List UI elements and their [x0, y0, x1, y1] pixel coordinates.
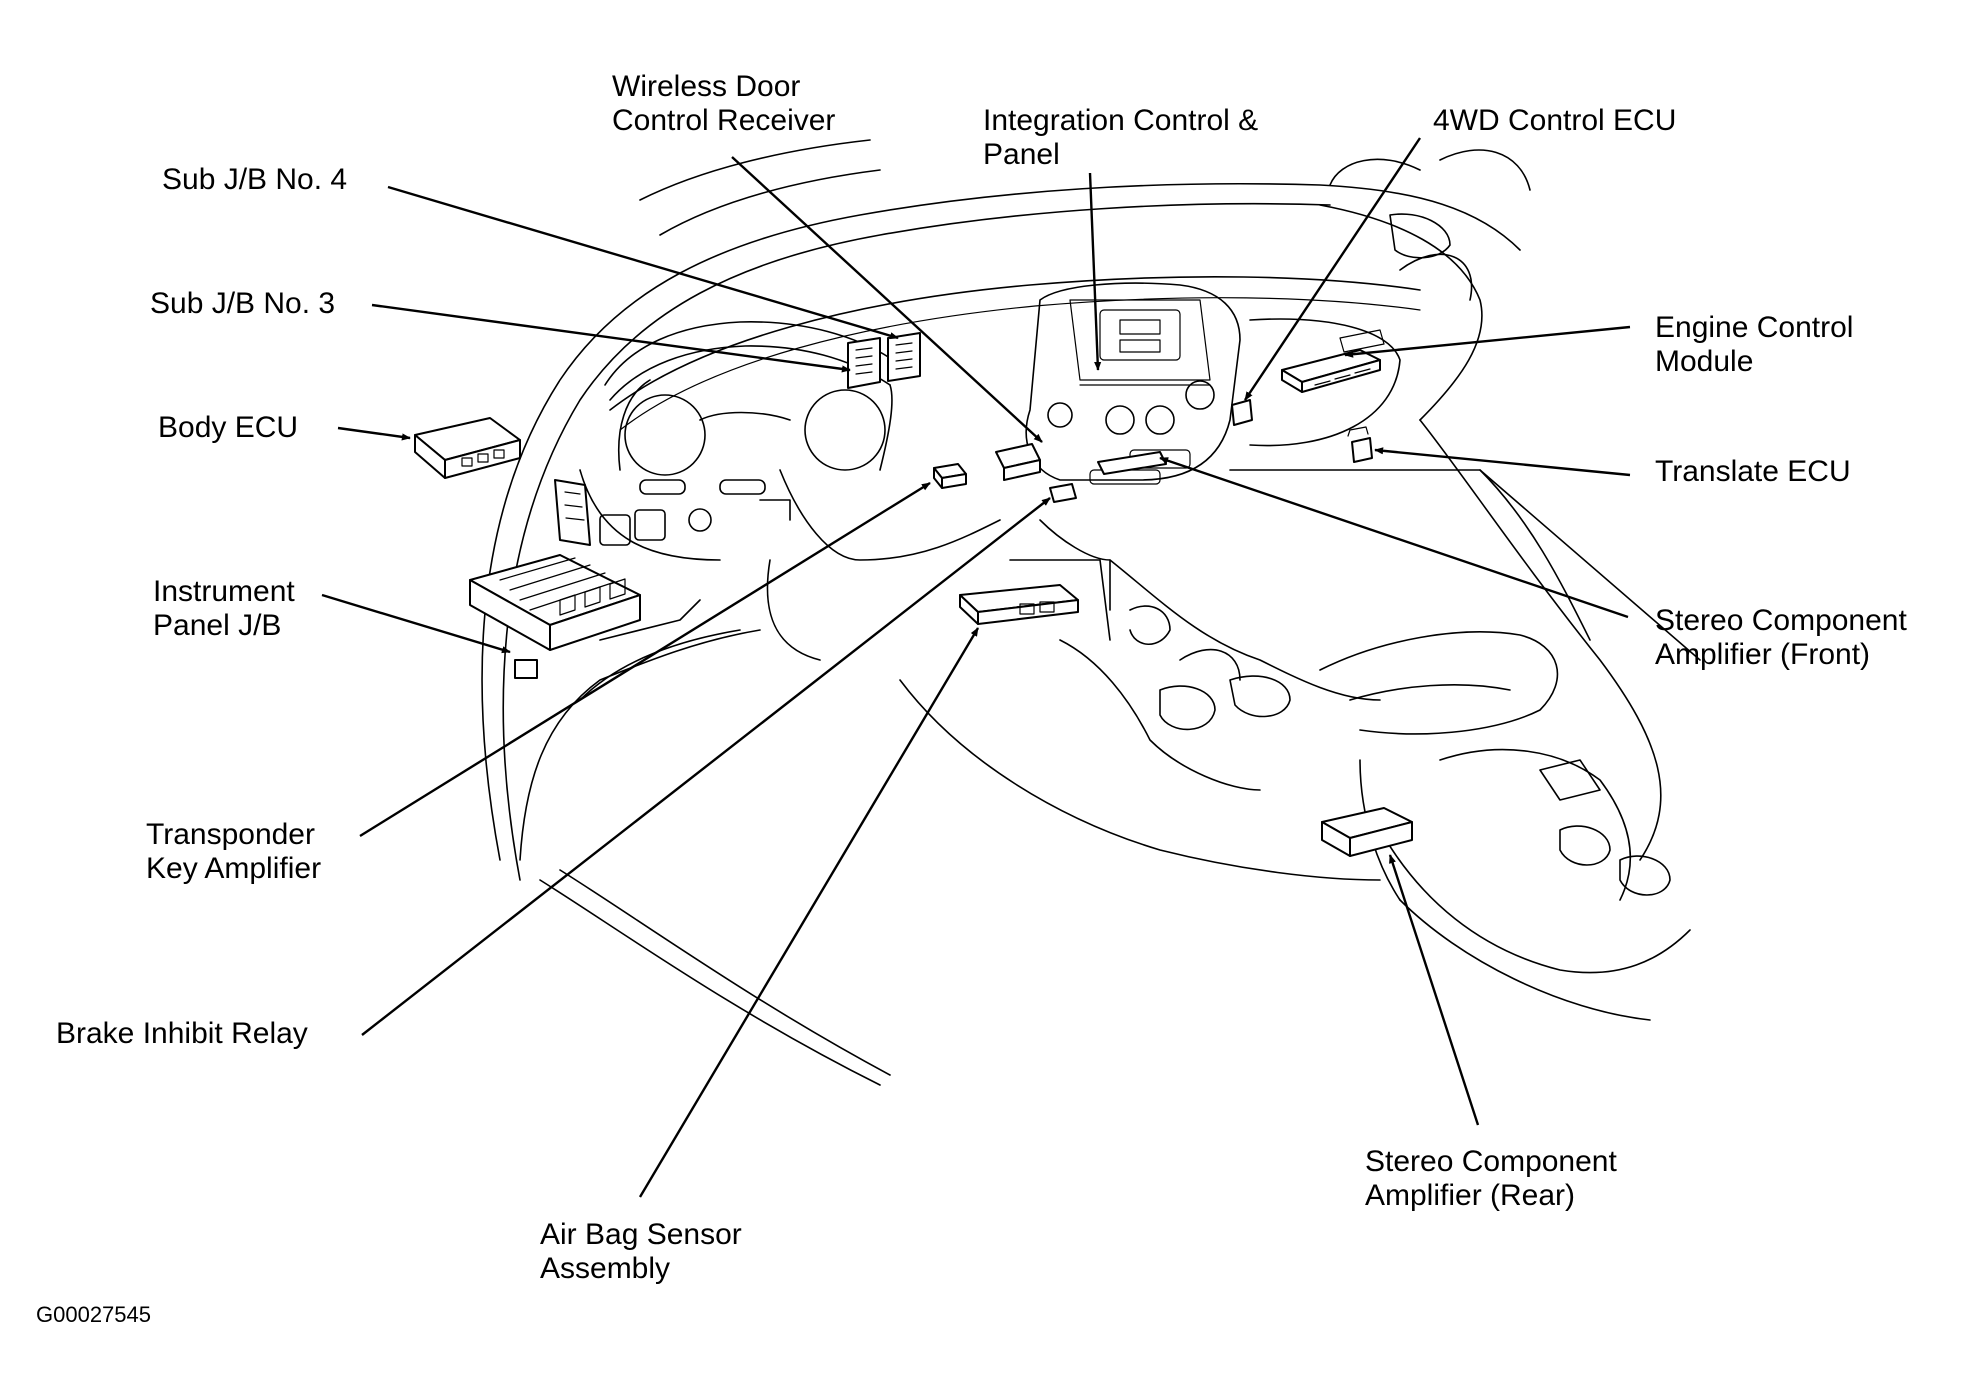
label-integration-control-line1: Integration Control &: [983, 104, 1259, 137]
label-airbag-line2: Assembly: [540, 1252, 671, 1285]
leader-sub-jb4: [387, 185, 899, 340]
label-transponder-line2: Key Amplifier: [146, 852, 322, 885]
label-brake-inhibit-relay: Brake Inhibit Relay: [56, 1017, 308, 1050]
label-engine-control-line1: Engine Control: [1655, 311, 1854, 344]
label-airbag-line1: Air Bag Sensor: [540, 1218, 742, 1251]
label-sub-jb-3: Sub J/B No. 3: [150, 287, 336, 320]
4wd-control-ecu-part: [1231, 399, 1253, 426]
leader-body-ecu: [337, 426, 411, 441]
label-stereo-rear-line1: Stereo Component: [1365, 1145, 1617, 1178]
leader-brake-inhibit: [361, 497, 1051, 1036]
label-4wd-control-ecu: 4WD Control ECU: [1433, 104, 1677, 137]
label-wireless-door-line1: Wireless Door: [612, 70, 801, 103]
label-body-ecu: Body ECU: [158, 411, 299, 444]
leader-stereo-rear: [1388, 854, 1480, 1126]
leader-translate: [1374, 447, 1631, 477]
sub-jb-4-part: [887, 332, 921, 382]
label-sub-jb-4: Sub J/B No. 4: [162, 163, 348, 196]
figure-code: G00027545: [36, 1302, 151, 1327]
label-wireless-door-line2: Control Receiver: [612, 104, 836, 137]
leader-integration-control: [1088, 172, 1102, 371]
leader-stereo-front: [1159, 456, 1629, 619]
label-stereo-front-line2: Amplifier (Front): [1655, 638, 1871, 671]
leader-wireless-door: [731, 156, 1043, 443]
label-instrument-panel-jb-line1: Instrument: [153, 575, 295, 608]
label-integration-control-line2: Panel: [983, 138, 1060, 171]
leader-airbag: [638, 627, 980, 1198]
leader-4wd: [1244, 137, 1421, 401]
label-translate-ecu: Translate ECU: [1655, 455, 1851, 488]
translate-ecu-part: [1351, 437, 1373, 463]
leader-transponder: [359, 481, 931, 838]
label-instrument-panel-jb-line2: Panel J/B: [153, 609, 282, 642]
brake-inhibit-relay-part: [1049, 483, 1077, 503]
dashboard-outline: [481, 139, 1701, 1086]
stereo-amplifier-front-part: [1097, 451, 1167, 475]
label-stereo-rear-line2: Amplifier (Rear): [1365, 1179, 1576, 1212]
leader-lines: [321, 137, 1631, 1198]
label-engine-control-line2: Module: [1655, 345, 1754, 378]
label-transponder-line1: Transponder: [146, 818, 315, 851]
sub-jb-3-part: [847, 337, 881, 389]
component-parts: [414, 329, 1413, 857]
leader-sub-jb3: [371, 303, 851, 373]
label-stereo-front-line1: Stereo Component: [1655, 604, 1907, 637]
leader-engine-control: [1344, 325, 1631, 358]
leader-instrument-jb: [321, 593, 511, 654]
